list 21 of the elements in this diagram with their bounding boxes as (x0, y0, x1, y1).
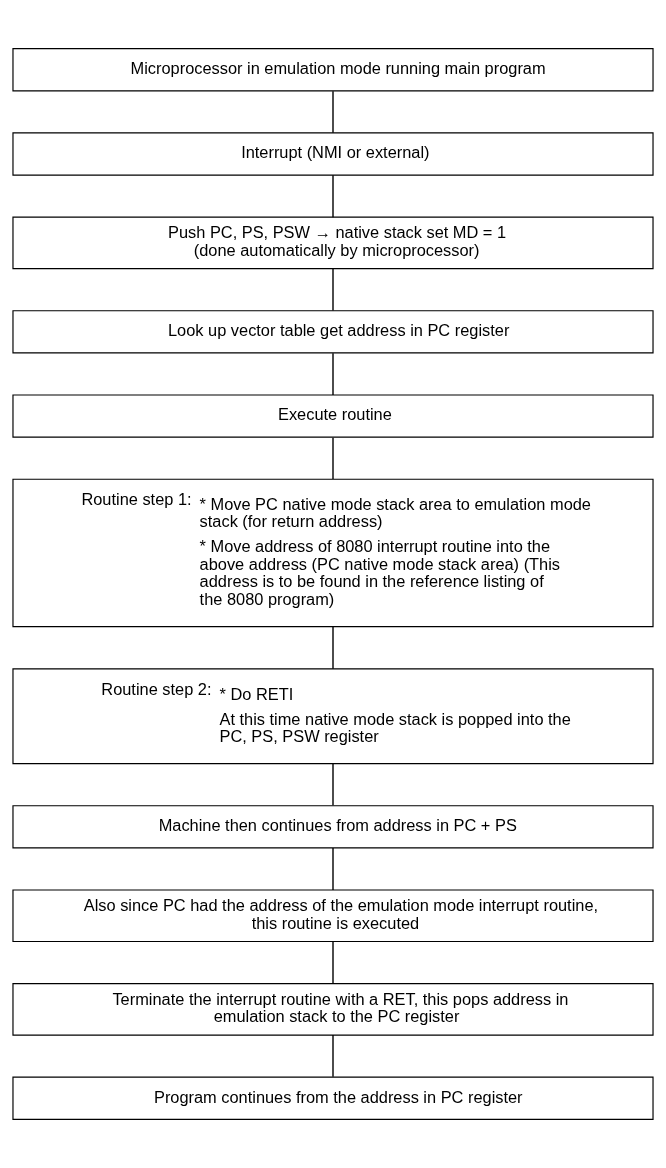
connector (332, 174, 334, 218)
node-box: Look up vector table get address in PC register (12, 310, 654, 354)
node-box: Push PC, PS, PSW → native stack set MD = 1 (done automatically by microprocessor) (12, 216, 654, 270)
node-box: Terminate the interrupt routine with a RET, this pops address in emulation stack to the PC register (12, 983, 654, 1036)
connector (332, 941, 334, 985)
node-box: Machine then continues from address in PC + PS (12, 805, 654, 849)
node-box: Also since PC had the address of the emulation mode interrupt routine, this routine is executed (12, 889, 654, 943)
connector (332, 1034, 334, 1078)
connector (332, 267, 334, 312)
node-box: Routine step 1: * Move PC native mode stack area to emulation mode stack (for return address) * Move address of 8080 interrupt routine into the above address (PC native mode stack area) (This address is to be found in the reference listing of the 8080 program) (12, 478, 654, 628)
connector (332, 626, 334, 670)
node-box: Execute routine (12, 394, 654, 438)
connector (332, 352, 334, 396)
connector (332, 847, 334, 891)
node-box: Microprocessor in emulation mode running main program (12, 48, 654, 92)
node-box: Interrupt (NMI or external) (12, 132, 654, 176)
connector (332, 763, 334, 806)
node-box: Routine step 2: * Do RETI At this time native mode stack is popped into the PC, PS, PSW register (12, 668, 654, 765)
connector (332, 437, 334, 480)
node-box: Program continues from the address in PC register (12, 1076, 654, 1120)
connector (332, 90, 334, 134)
